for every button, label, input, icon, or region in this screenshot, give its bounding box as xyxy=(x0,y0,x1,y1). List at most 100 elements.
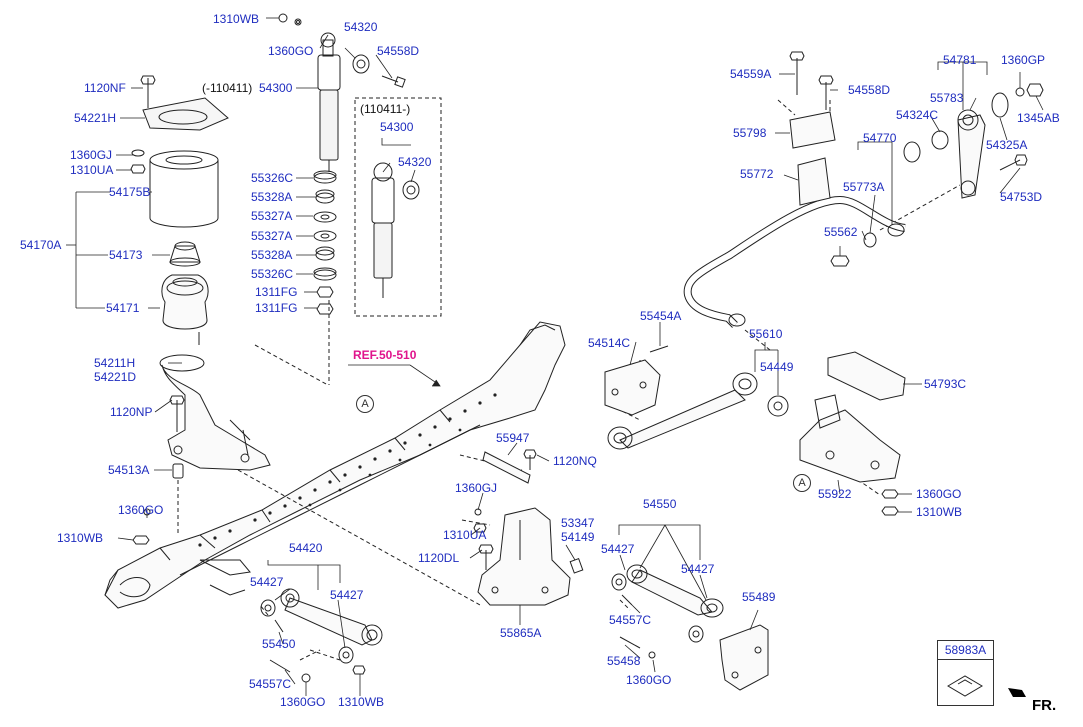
part-label[interactable]: 54558D xyxy=(848,83,891,97)
part-label[interactable]: 1360GJ xyxy=(70,148,113,162)
part-label[interactable]: 54300 xyxy=(259,81,293,95)
part-label[interactable]: 54420 xyxy=(289,541,323,555)
part-label[interactable]: 55798 xyxy=(733,126,767,140)
variant-note: (110411-) xyxy=(360,102,411,116)
part-label[interactable]: 1311FG xyxy=(255,285,298,299)
part-label[interactable]: 54320 xyxy=(344,20,378,34)
part-label[interactable]: 1360GJ xyxy=(455,481,498,495)
variant-box xyxy=(354,97,442,317)
part-label[interactable]: 1310UA xyxy=(443,528,487,542)
part-label[interactable]: 54211H xyxy=(94,356,136,370)
part-label[interactable]: 1360GO xyxy=(280,695,326,709)
part-label[interactable]: 54149 xyxy=(561,530,595,544)
part-label[interactable]: 54449 xyxy=(760,360,794,374)
view-marker-a: A xyxy=(356,395,374,413)
part-label[interactable]: 1120NF xyxy=(84,81,126,95)
axle-beam xyxy=(104,321,566,609)
fastener-box[interactable]: 58983A xyxy=(937,640,994,706)
part-label[interactable]: 54781 xyxy=(943,53,977,67)
control-arm-54420 xyxy=(260,588,383,683)
part-label[interactable]: 55328A xyxy=(251,248,293,262)
part-label[interactable]: 54559A xyxy=(730,67,772,81)
part-label[interactable]: 55922 xyxy=(818,487,852,501)
part-label[interactable]: 1360GO xyxy=(118,503,164,517)
part-label[interactable]: 55326C xyxy=(251,267,294,281)
part-label[interactable]: 54793C xyxy=(924,377,967,391)
part-label[interactable]: 1120DL xyxy=(418,551,460,565)
front-direction-label: FR. xyxy=(1032,697,1057,714)
part-label[interactable]: 54221H xyxy=(74,111,117,125)
part-label[interactable]: 1360GO xyxy=(916,487,962,501)
front-arrow xyxy=(1008,688,1026,697)
part-label[interactable]: 54427 xyxy=(250,575,284,589)
part-label[interactable]: 1345AB xyxy=(1017,111,1060,125)
part-label[interactable]: 58983A xyxy=(938,641,993,660)
part-label[interactable]: 53347 xyxy=(561,516,595,530)
part-label[interactable]: 54557C xyxy=(249,677,292,691)
part-label[interactable]: 55327A xyxy=(251,209,293,223)
bracket-54793c xyxy=(799,351,906,483)
part-label[interactable]: 1310UA xyxy=(70,163,114,177)
part-label[interactable]: 55454A xyxy=(640,309,682,323)
shock-absorber-left xyxy=(317,32,341,172)
leader-lines xyxy=(66,17,1044,696)
part-label[interactable]: 54427 xyxy=(330,588,364,602)
center-bracket xyxy=(473,449,584,606)
part-label[interactable]: 1310WB xyxy=(213,12,260,26)
part-label[interactable]: 55610 xyxy=(749,327,783,341)
part-label[interactable]: 55450 xyxy=(262,637,296,651)
part-label[interactable]: 54324C xyxy=(896,108,939,122)
part-label[interactable]: 1120NQ xyxy=(553,454,597,468)
part-label[interactable]: 54320 xyxy=(398,155,432,169)
upper-arm-55610 xyxy=(604,345,789,450)
part-label[interactable]: 1311FG xyxy=(255,301,298,315)
part-label[interactable]: 54753D xyxy=(1000,190,1043,204)
part-label[interactable]: 55783 xyxy=(930,91,964,105)
part-label[interactable]: 54557C xyxy=(609,613,652,627)
part-label[interactable]: 1360GP xyxy=(1001,53,1046,67)
stabilizer-bar xyxy=(683,51,906,328)
part-label[interactable]: 54550 xyxy=(643,497,677,511)
frame-holes xyxy=(198,393,497,547)
part-label[interactable]: 54558D xyxy=(377,44,420,58)
part-label[interactable]: 54171 xyxy=(106,301,140,315)
part-label[interactable]: 54513A xyxy=(108,463,150,477)
part-label[interactable]: 54170A xyxy=(20,238,62,252)
part-label[interactable]: 54173 xyxy=(109,248,143,262)
part-label[interactable]: 55326C xyxy=(251,171,294,185)
part-label[interactable]: 54325A xyxy=(986,138,1028,152)
part-label[interactable]: 54221D xyxy=(94,370,137,384)
part-label[interactable]: 54514C xyxy=(588,336,631,350)
variant-note: (-110411) xyxy=(202,81,253,95)
part-label[interactable]: 55458 xyxy=(607,654,641,668)
part-label[interactable]: 55327A xyxy=(251,229,293,243)
part-label[interactable]: 54427 xyxy=(601,542,635,556)
spring-bracket xyxy=(161,364,271,479)
shock-washers xyxy=(313,170,337,315)
part-label[interactable]: 54175B xyxy=(109,185,151,199)
part-label[interactable]: 55489 xyxy=(742,590,776,604)
part-label[interactable]: 55773A xyxy=(843,180,885,194)
part-label[interactable]: 54427 xyxy=(681,562,715,576)
part-label[interactable]: 1120NP xyxy=(110,405,153,419)
part-label[interactable]: 55865A xyxy=(500,626,542,640)
part-label[interactable]: 1310WB xyxy=(916,505,963,519)
air-spring-assembly xyxy=(130,75,229,372)
part-label[interactable]: 55772 xyxy=(740,167,774,181)
shock-absorber-right xyxy=(371,162,420,298)
part-label[interactable]: 1310WB xyxy=(57,531,104,545)
part-label[interactable]: 55947 xyxy=(496,431,530,445)
part-label[interactable]: 54770 xyxy=(863,131,897,145)
view-marker-a: A xyxy=(793,474,811,492)
control-arm-54550 xyxy=(611,564,769,691)
part-label[interactable]: 1360GO xyxy=(626,673,672,687)
part-label[interactable]: 54300 xyxy=(380,120,414,134)
part-label[interactable]: 55328A xyxy=(251,190,293,204)
part-label[interactable]: 55562 xyxy=(824,225,858,239)
part-label[interactable]: 1310WB xyxy=(338,695,385,709)
part-label[interactable]: 1360GO xyxy=(268,44,314,58)
reference-link[interactable]: REF.50-510 xyxy=(353,348,417,362)
fastener-icon-58983a xyxy=(947,675,983,697)
